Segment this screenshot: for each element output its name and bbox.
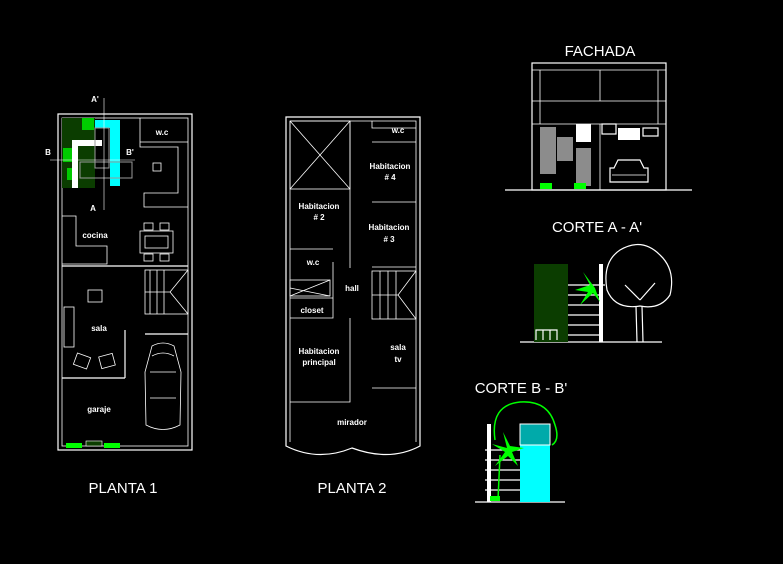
armchair-icon — [98, 352, 116, 370]
stair-section — [568, 284, 605, 336]
sofa-icon — [63, 306, 75, 348]
window-icon — [601, 123, 617, 135]
planter-icon — [85, 440, 103, 447]
wc-fixture-icon — [289, 279, 331, 297]
stair-outline — [94, 127, 110, 169]
room-label-wc: w.c — [391, 126, 405, 135]
planta-1-floor-plan: A' A B B' w.c cocina sala — [45, 95, 193, 451]
fachada-title: FACHADA — [565, 43, 636, 60]
palm-tree-icon — [575, 272, 600, 305]
corte-a-section — [520, 244, 673, 343]
building-outline — [531, 62, 667, 191]
plant-icon — [82, 118, 94, 130]
room-label-wc-2: w.c — [306, 258, 320, 267]
dining-table-icon — [139, 230, 174, 254]
room-label-habitacion-4-number: # 4 — [384, 173, 396, 182]
planta-2-title: PLANTA 2 — [318, 480, 387, 497]
room-label-hall: hall — [345, 284, 359, 293]
armchair-icon — [87, 289, 103, 303]
car-front-icon — [609, 159, 649, 183]
room-label-mirador: mirador — [337, 418, 367, 427]
tree-icon — [605, 244, 673, 343]
wc-walls — [139, 118, 188, 208]
room-label-cocina: cocina — [82, 231, 108, 240]
room-label-sala-tv: sala — [390, 343, 406, 352]
room-label-habitacion-3-number: # 3 — [383, 235, 395, 244]
corte-b-section — [475, 401, 565, 503]
window-icon — [540, 127, 556, 174]
room-label-garaje: garaje — [87, 405, 111, 414]
window-icon — [557, 137, 573, 161]
planter-icon — [104, 443, 120, 448]
room-label-closet: closet — [300, 306, 323, 315]
chair-icon — [143, 253, 154, 262]
panel — [576, 124, 591, 142]
door-icon — [576, 148, 591, 186]
patio-wall — [72, 140, 102, 146]
plant-icon — [490, 496, 500, 501]
palm-tree-icon — [492, 432, 524, 466]
planter-icon — [66, 443, 82, 448]
pool — [95, 120, 120, 186]
room-label-tv: tv — [394, 355, 402, 364]
chair-icon — [143, 222, 154, 231]
planta-1-title: PLANTA 1 — [89, 480, 158, 497]
patio-deck — [79, 161, 133, 179]
room-label-habitacion-2-number: # 2 — [313, 213, 325, 222]
toilet-icon — [152, 162, 162, 172]
window-icon — [642, 127, 659, 137]
section-mark-b-prime: B' — [126, 148, 134, 157]
chair-icon — [159, 222, 170, 231]
armchair-icon — [72, 352, 92, 370]
plant-icon — [540, 183, 552, 189]
interior-walls — [290, 121, 416, 403]
room-label-habitacion-4: Habitacion — [370, 162, 411, 171]
fachada-elevation — [505, 62, 692, 191]
wall-hatch — [534, 264, 568, 342]
room-label-habitacion-3: Habitacion — [369, 223, 410, 232]
plant-icon — [63, 148, 73, 162]
room-label-sala: sala — [91, 324, 107, 333]
room-label-wc: w.c — [155, 128, 169, 137]
room-label-habitacion-principal: Habitacion — [299, 347, 340, 356]
column — [487, 424, 491, 502]
railing — [535, 329, 558, 340]
section-mark-b: B — [45, 148, 51, 157]
planta-2-floor-plan: w.c Habitacion # 4 Habitacion # 2 Habita… — [285, 116, 421, 456]
stairs-icon — [371, 270, 417, 320]
kitchen-counter — [62, 215, 108, 265]
corte-b-title: CORTE B - B' — [475, 380, 568, 397]
car-icon — [144, 342, 182, 430]
pool-section — [520, 445, 550, 502]
void-opening — [289, 120, 351, 190]
stairs-icon — [144, 269, 189, 315]
plant-icon — [574, 183, 586, 189]
dining-table-top — [144, 235, 169, 249]
patio-wall — [72, 140, 78, 188]
panel — [618, 128, 640, 140]
column — [599, 264, 603, 342]
palm-trunk — [497, 454, 501, 501]
tree-canopy-icon — [493, 401, 558, 446]
room-label-habitacion-2: Habitacion — [299, 202, 340, 211]
corte-a-title: CORTE A - A' — [552, 219, 642, 236]
room-label-principal: principal — [302, 358, 335, 367]
section-mark-a: A — [90, 204, 96, 213]
section-mark-a-prime: A' — [91, 95, 99, 104]
glass-railing — [519, 423, 551, 446]
outer-wall — [57, 113, 193, 451]
chair-icon — [159, 253, 170, 262]
outer-wall — [285, 116, 421, 456]
